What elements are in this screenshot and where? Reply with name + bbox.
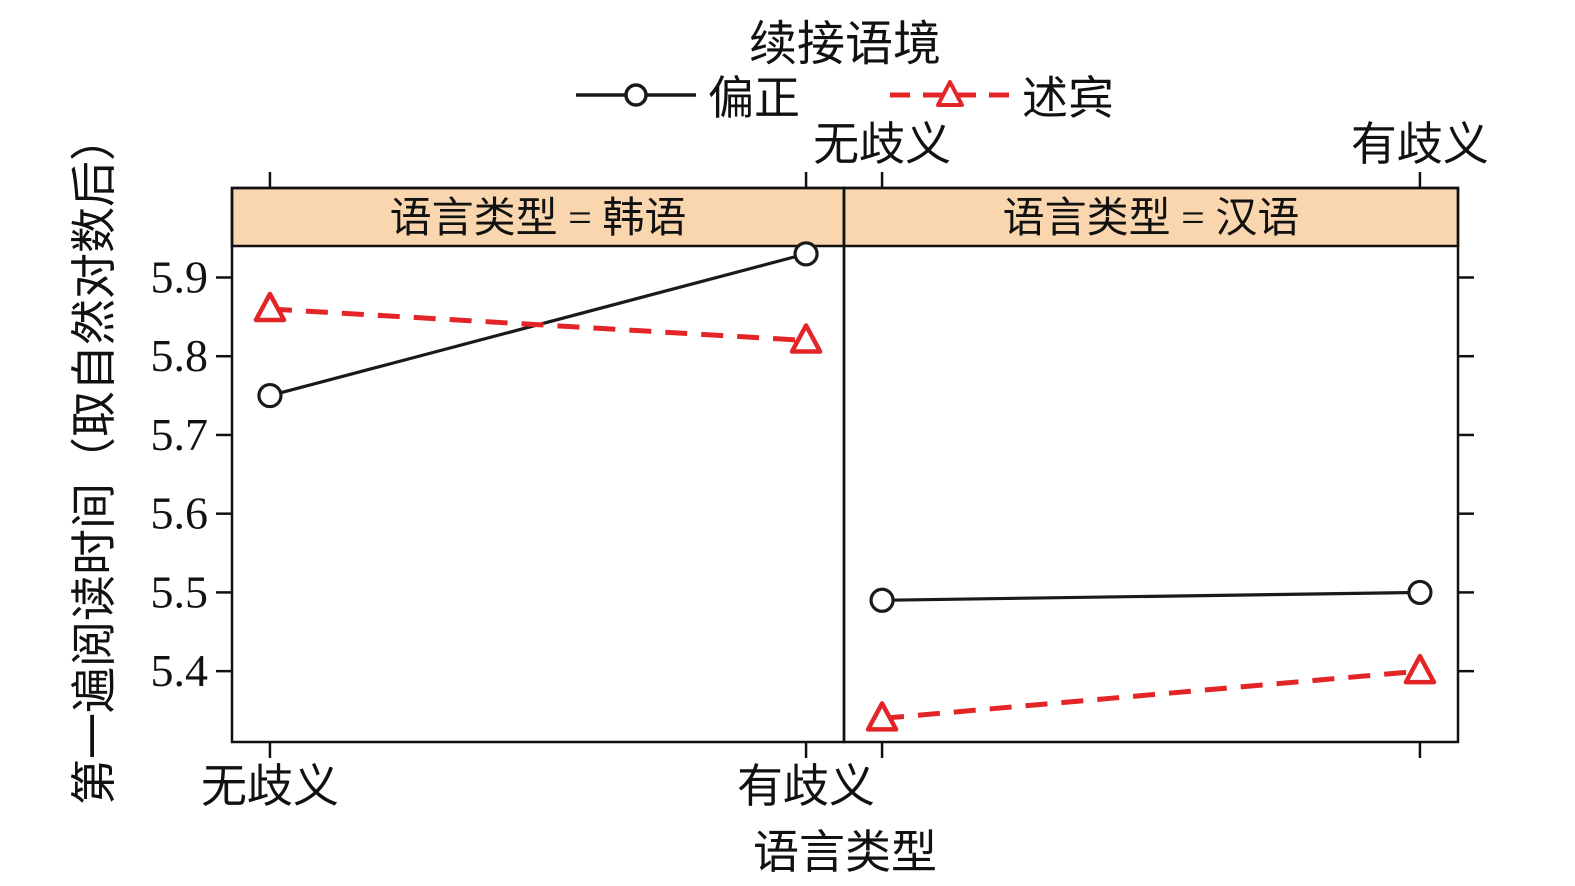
chart-title: 续接语境 [748, 18, 941, 71]
triangle-marker [253, 291, 287, 323]
circle-marker [869, 587, 895, 613]
series-line-1 [269, 306, 807, 343]
triangle-marker [865, 701, 899, 732]
y-tick-label: 5.7 [151, 409, 209, 460]
y-tick-label: 5.4 [151, 645, 209, 696]
legend-triangle-marker [936, 80, 964, 107]
legend: 偏正 述宾 [232, 62, 1458, 128]
x-category-label: 无歧义 [813, 119, 951, 170]
circle-marker [1407, 579, 1433, 606]
triangle-marker [789, 323, 823, 354]
triangle-marker [1403, 653, 1437, 685]
y-tick-label: 5.9 [151, 251, 209, 302]
legend-label: 述宾 [1022, 73, 1114, 124]
circle-marker [793, 241, 819, 267]
x-axis-title: 语言类型 [753, 827, 937, 878]
y-tick-label: 5.5 [151, 566, 209, 617]
x-category-label: 有歧义 [1351, 119, 1489, 170]
dashed-line-triangle-marker-icon [890, 80, 1010, 107]
legend-item-shubin: 述宾 [890, 62, 1114, 128]
panel-header-label: 语言类型 = 汉语 [1003, 196, 1300, 242]
legend-label: 偏正 [708, 73, 800, 124]
legend-item-pianzheng: 偏正 [576, 62, 800, 128]
panel-header [230, 186, 846, 248]
y-tick-label: 5.6 [151, 488, 209, 539]
x-category-label: 有歧义 [737, 761, 875, 812]
x-category-label: 无歧义 [201, 761, 339, 812]
series-line-1 [881, 668, 1421, 721]
legend-circle-marker [624, 83, 648, 107]
panel-border [230, 186, 846, 744]
panel-border [842, 186, 1460, 744]
circle-marker [257, 382, 283, 409]
solid-line-circle-marker-icon [576, 83, 696, 107]
series-line-0 [882, 590, 1420, 602]
panel-header-label: 语言类型 = 韩语 [390, 196, 687, 242]
y-tick-label: 5.8 [151, 330, 209, 381]
